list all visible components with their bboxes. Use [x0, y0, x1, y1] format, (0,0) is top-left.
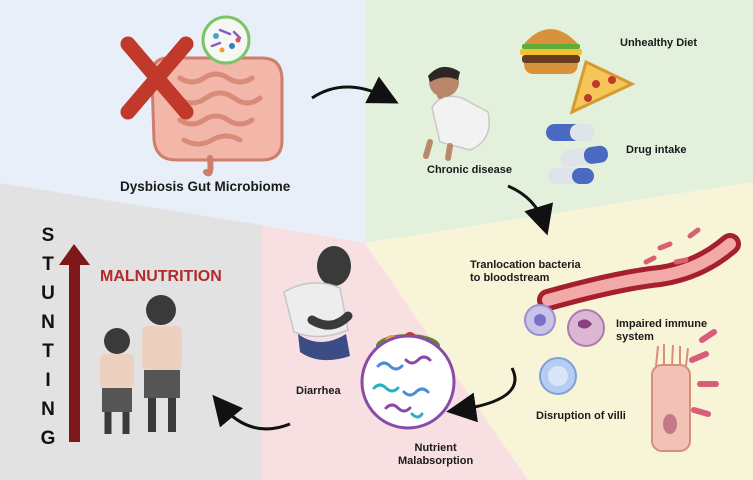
nutrient-malabsorption-label: Nutrient Malabsorption: [398, 442, 473, 468]
impaired-immune-label: Impaired immune system: [616, 318, 707, 344]
flow-arrow-villi-to-malabsorption: [446, 367, 517, 423]
sick-person-icon: [423, 66, 490, 161]
impaired-line-2: system: [616, 331, 654, 343]
translocation-label: Tranlocation bacteria to bloodstream: [470, 259, 581, 285]
person-stomach-ache-icon: [283, 246, 353, 361]
children-icon: [100, 295, 182, 434]
region-diet: [365, 0, 753, 243]
up-arrow-icon: [59, 244, 90, 442]
burger-icon: [520, 29, 582, 74]
stunting-letter: T: [42, 254, 54, 275]
malnutrition-label: MALNUTRITION: [100, 268, 222, 285]
stunting-letter: G: [40, 428, 56, 449]
impaired-line-1: Impaired immune: [616, 318, 708, 330]
stunting-letter: S: [41, 225, 55, 246]
immune-cell-icon: [524, 304, 605, 395]
villi-icon: [651, 329, 719, 452]
nutrient-line-2: Malabsorption: [398, 455, 474, 467]
red-x-icon: [120, 36, 194, 120]
pizza-icon: [569, 59, 636, 115]
flow-arrows: [212, 76, 554, 431]
flow-arrow-diarrhea-to-stunting: [212, 394, 291, 431]
stunting-letter: N: [41, 312, 55, 333]
dysbiosis-label: Dysbiosis Gut Microbiome: [120, 179, 291, 194]
stunting-letter: N: [41, 399, 55, 420]
stunting-letter: T: [42, 341, 54, 362]
nutrient-line-1: Nutrient: [414, 442, 457, 454]
stunting-letter: U: [41, 283, 55, 304]
flow-arrow-dysbiosis-to-disease: [311, 76, 399, 104]
bacteria-icon: [360, 334, 456, 430]
microbe-icon: [201, 15, 251, 65]
unhealthy-diet-label: Unhealthy Diet: [620, 37, 698, 49]
stunting-letter: I: [45, 370, 51, 391]
drug-intake-label: Drug intake: [626, 144, 687, 156]
blood-vessel-icon: [537, 227, 741, 311]
flow-arrow-disease-to-translocation: [507, 184, 554, 236]
translocation-line-1: Tranlocation bacteria: [470, 259, 581, 271]
chronic-disease-label: Chronic disease: [427, 164, 512, 176]
diarrhea-label: Diarrhea: [296, 385, 341, 397]
translocation-line-2: to bloodstream: [470, 272, 550, 284]
intestine-icon: [150, 56, 284, 177]
villi-label: Disruption of villi: [536, 410, 626, 422]
capsule-icon: [546, 124, 608, 184]
